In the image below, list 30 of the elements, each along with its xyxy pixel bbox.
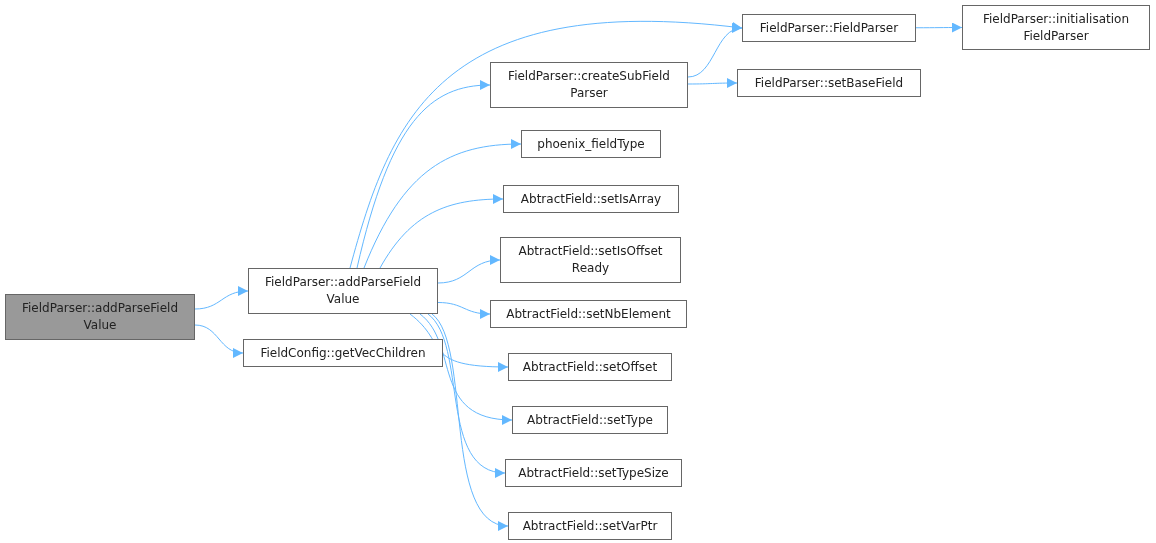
arrow [194, 324, 244, 357]
function-box: AbtractField::setVarPtr [508, 512, 672, 540]
arrow [427, 313, 506, 477]
function-box: FieldParser::addParseField Value [5, 294, 195, 340]
arrow [379, 194, 504, 269]
arrow [437, 255, 501, 284]
arrow [431, 313, 509, 529]
arrow [356, 80, 491, 269]
function-box: AbtractField::setTypeSize [505, 459, 682, 487]
function-box: FieldParser::createSubField Parser [490, 62, 688, 108]
arrow [915, 22, 963, 33]
function-box: FieldParser::FieldParser [742, 14, 916, 42]
function-box: FieldConfig::getVecChildren [243, 339, 443, 367]
arrow [687, 24, 743, 78]
function-box: FieldParser::setBaseField [737, 69, 921, 97]
function-box: FieldParser::addParseField Value [248, 268, 438, 314]
function-box: AbtractField::setType [512, 406, 668, 434]
arrow [349, 21, 743, 269]
function-box: AbtractField::setNbElement [490, 300, 687, 328]
function-box: FieldParser::initialisation FieldParser [962, 5, 1150, 50]
function-box: phoenix_fieldType [521, 130, 661, 158]
function-box: AbtractField::setIsOffset Ready [500, 237, 681, 283]
function-box: AbtractField::setIsArray [503, 185, 679, 213]
arrow [363, 139, 522, 269]
arrow [687, 78, 738, 89]
arrow [437, 302, 491, 319]
function-box: AbtractField::setOffset [508, 353, 672, 381]
arrow [419, 313, 513, 425]
arrow [409, 313, 509, 372]
arrow [194, 286, 249, 310]
